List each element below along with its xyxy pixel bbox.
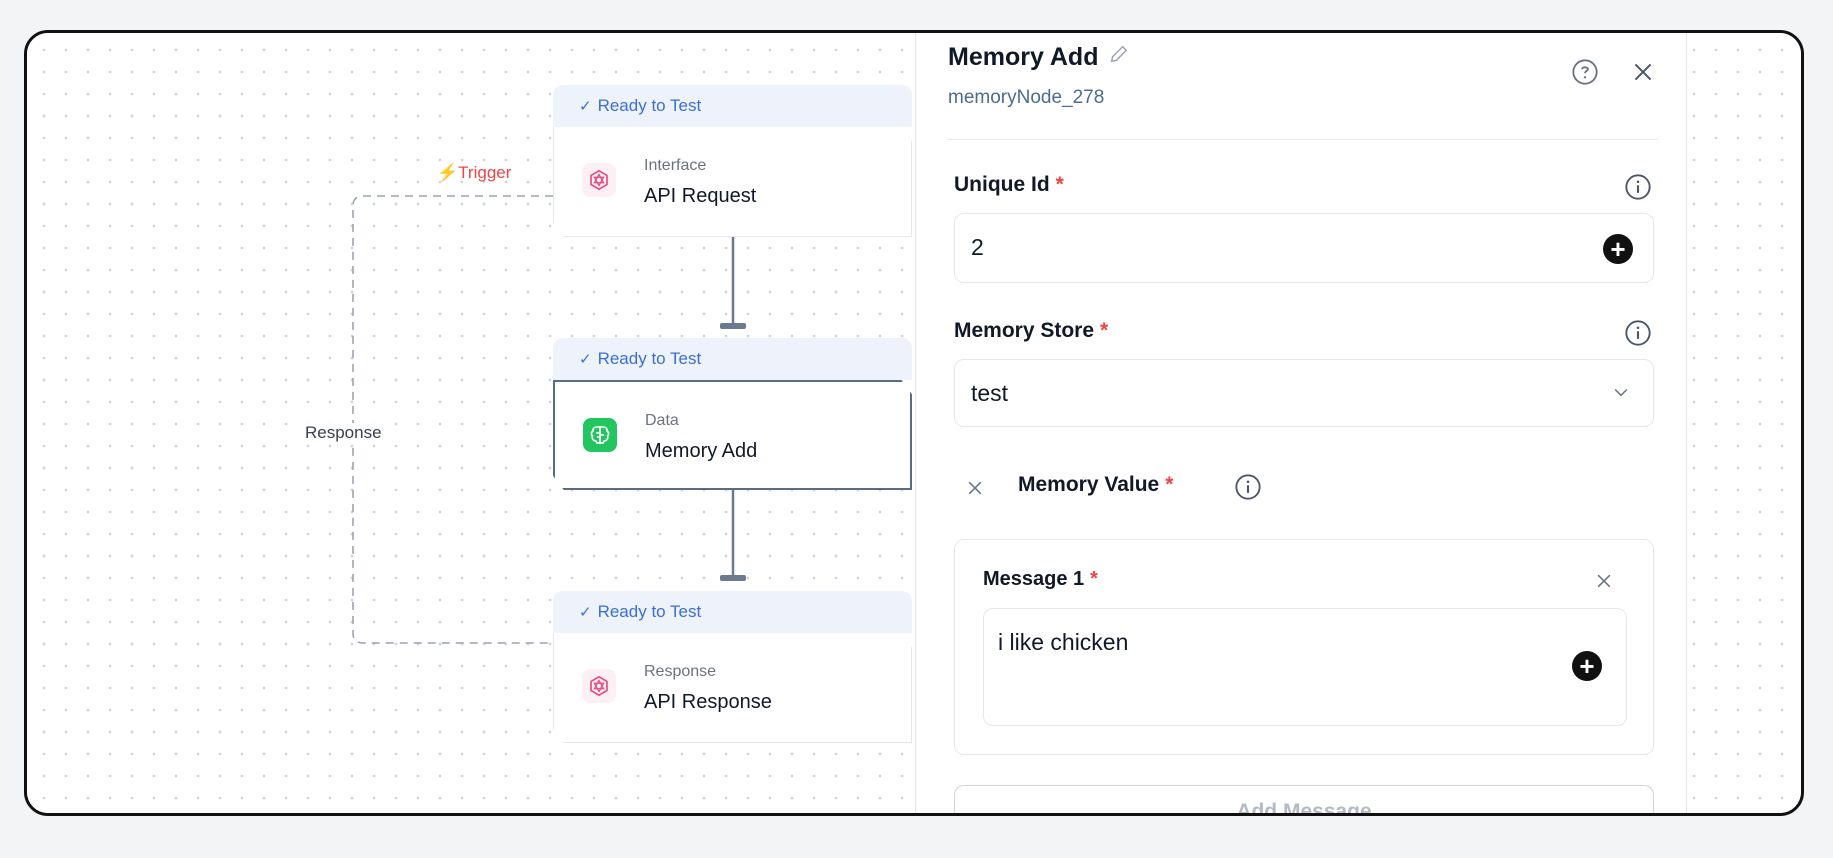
response-edge-label: Response: [303, 423, 384, 443]
node-body[interactable]: Interface API Request: [553, 127, 912, 237]
message-input[interactable]: i like chicken +: [983, 608, 1627, 726]
check-icon: ✓: [579, 98, 592, 115]
node-api-request[interactable]: ✓ Ready to Test Interface API Request: [553, 85, 912, 237]
app-frame: ⚡Trigger Response ✓ Ready to Test Interf…: [24, 30, 1804, 816]
add-message-button[interactable]: Add Message: [954, 785, 1654, 813]
node-settings-panel: Memory Add memoryNode_278 Unique Id* 2 +…: [915, 33, 1687, 813]
panel-title: Memory Add: [948, 43, 1130, 72]
info-icon[interactable]: [1624, 319, 1652, 347]
edge-handle[interactable]: [720, 575, 746, 581]
node-title: Memory Add: [645, 440, 758, 462]
memory-value-label: Memory Value*: [1018, 473, 1173, 497]
node-status-text: Ready to Test: [597, 96, 702, 115]
message-card: Message 1* i like chicken +: [954, 539, 1654, 755]
node-category: Data: [645, 412, 679, 429]
message-label: Message 1*: [983, 568, 1098, 591]
unique-id-label-text: Unique Id: [954, 173, 1050, 196]
info-icon[interactable]: [1234, 473, 1262, 501]
add-variable-plus-icon[interactable]: +: [1572, 651, 1602, 681]
message-value: i like chicken: [998, 629, 1129, 655]
node-category: Response: [644, 663, 717, 680]
node-body[interactable]: Response API Response: [553, 633, 912, 743]
node-body[interactable]: Data Memory Add: [553, 380, 912, 490]
chevron-down-icon: [1611, 382, 1631, 407]
node-status-bar: ✓ Ready to Test: [553, 85, 912, 127]
unique-id-input[interactable]: 2 +: [954, 213, 1654, 283]
check-icon: ✓: [579, 351, 592, 368]
memory-value-label-text: Memory Value: [1018, 473, 1160, 496]
node-status-bar: ✓ Ready to Test: [553, 591, 912, 633]
required-marker: *: [1165, 473, 1174, 496]
node-api-response[interactable]: ✓ Ready to Test Response API Response: [553, 591, 912, 743]
node-title: API Request: [644, 185, 757, 207]
edit-pencil-icon[interactable]: [1108, 43, 1130, 72]
response-edge: [352, 195, 553, 644]
edge-handle[interactable]: [720, 323, 746, 329]
panel-divider: [948, 139, 1658, 140]
unique-id-value: 2: [971, 234, 984, 260]
close-icon[interactable]: [1626, 55, 1660, 89]
help-icon[interactable]: [1568, 55, 1602, 89]
api-interface-icon: [582, 669, 616, 703]
api-interface-icon: [582, 163, 616, 197]
remove-memory-value-icon[interactable]: [962, 475, 988, 501]
unique-id-label: Unique Id*: [954, 173, 1064, 197]
node-status-text: Ready to Test: [597, 602, 702, 621]
node-id: memoryNode_278: [948, 87, 1105, 108]
required-marker: *: [1055, 173, 1064, 196]
node-title: API Response: [644, 691, 772, 713]
node-status-bar: ✓ Ready to Test: [553, 338, 912, 380]
memory-store-value: test: [971, 380, 1009, 406]
required-marker: *: [1100, 319, 1109, 342]
check-icon: ✓: [579, 604, 592, 621]
node-status-text: Ready to Test: [597, 349, 702, 368]
message-label-text: Message 1: [983, 568, 1085, 590]
memory-store-select[interactable]: test: [954, 359, 1654, 427]
node-category: Interface: [644, 157, 707, 174]
memory-store-label-text: Memory Store: [954, 319, 1095, 342]
add-variable-plus-icon[interactable]: +: [1603, 234, 1633, 264]
node-memory-add[interactable]: ✓ Ready to Test Data Memory Add: [553, 338, 912, 490]
remove-message-icon[interactable]: [1591, 568, 1617, 594]
memory-store-label: Memory Store*: [954, 319, 1108, 343]
panel-title-text: Memory Add: [948, 43, 1099, 71]
memory-brain-icon: [583, 418, 617, 452]
required-marker: *: [1090, 568, 1098, 590]
info-icon[interactable]: [1624, 173, 1652, 201]
trigger-edge-label: ⚡Trigger: [437, 163, 512, 182]
